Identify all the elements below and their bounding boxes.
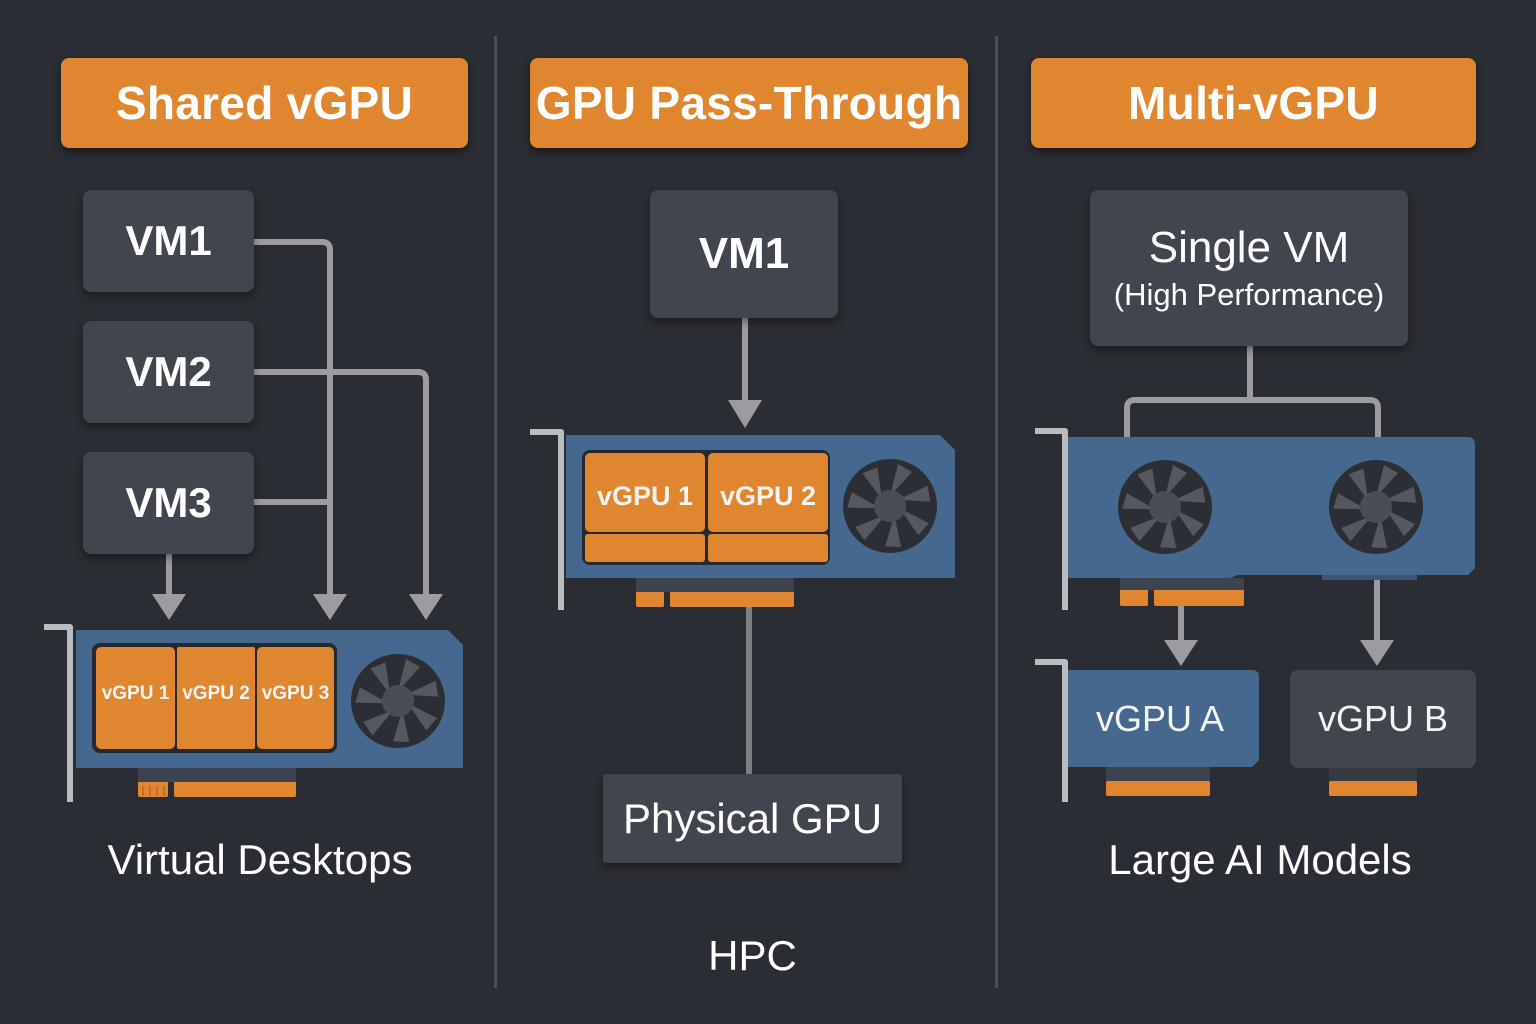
vm-label: VM3 <box>125 479 212 526</box>
multi-vgpu-connectors <box>1124 346 1381 642</box>
arrow-down-icon <box>152 594 186 620</box>
vm-box-1: VM1 <box>83 190 254 292</box>
vgpu-label: vGPU 2 <box>719 481 817 511</box>
vm-box-2: VM2 <box>83 321 254 423</box>
vgpu-slot <box>177 647 255 749</box>
shared-vgpu-arrowheads <box>152 594 443 620</box>
card-bracket <box>530 429 564 610</box>
physical-gpu-box: Physical GPU <box>603 774 902 863</box>
arrow-down-icon <box>313 594 347 620</box>
fan-icon <box>843 459 937 554</box>
shared-vgpu-connectors <box>166 239 429 600</box>
pcie-connector <box>1120 588 1148 606</box>
column-divider-1 <box>494 36 497 988</box>
vgpu-slot <box>257 647 334 749</box>
vgpu-label: vGPU 3 <box>261 683 330 704</box>
caption-large-ai-models: Large AI Models <box>1108 836 1412 883</box>
column-divider-2 <box>995 36 998 988</box>
caption-hpc: HPC <box>708 932 797 979</box>
pass-through-connectors <box>742 318 752 775</box>
single-vm-subtitle: (High Performance) <box>1113 277 1385 312</box>
fan-icon <box>1118 460 1212 555</box>
vm-label: VM2 <box>125 348 212 395</box>
vgpu-a-card <box>1035 659 1259 802</box>
vgpu-slot <box>585 453 705 532</box>
connector-vm2 <box>254 369 429 600</box>
header-gpu-pass-through: GPU Pass-Through <box>530 58 968 148</box>
arrow-down-icon <box>1164 640 1198 666</box>
vgpu-a-label: vGPU A <box>1095 698 1225 739</box>
pass-through-gpu-card <box>530 429 955 610</box>
pcie-connector <box>1329 781 1417 796</box>
pcie-connector <box>1106 781 1210 796</box>
shared-gpu-card <box>44 624 463 802</box>
single-vm-box: Single VM (High Performance) <box>1090 190 1408 346</box>
header-multi-vgpu: Multi-vGPU <box>1031 58 1476 148</box>
single-vm-title: Single VM <box>1148 223 1350 272</box>
header-shared-vgpu: Shared vGPU <box>61 58 468 148</box>
multi-vgpu-card <box>1035 428 1475 610</box>
fan-icon <box>1329 460 1423 555</box>
vgpu-label: vGPU 1 <box>101 683 170 704</box>
card-bracket <box>1035 428 1068 610</box>
vm-label: VM1 <box>698 229 790 278</box>
vm-box-3: VM3 <box>83 452 254 554</box>
vgpu-label: vGPU 2 <box>182 683 250 704</box>
caption-virtual-desktops: Virtual Desktops <box>107 836 413 883</box>
vgpu-b-card <box>1290 670 1476 796</box>
card-bracket <box>1035 659 1068 802</box>
fan-icon <box>351 654 445 749</box>
pcie-connector <box>1154 588 1244 606</box>
card-bracket <box>44 624 73 802</box>
arrow-down-icon <box>728 400 762 428</box>
vgpu-label: vGPU 1 <box>596 481 694 511</box>
vm-box-1: VM1 <box>650 190 838 318</box>
connector-vm1 <box>254 239 333 600</box>
physical-gpu-label: Physical GPU <box>622 794 883 842</box>
vgpu-slot <box>96 647 175 749</box>
arrow-down-icon <box>1360 640 1394 666</box>
arrow-down-icon <box>409 594 443 620</box>
vgpu-slot <box>708 453 828 532</box>
vgpu-b-label: vGPU B <box>1317 698 1449 739</box>
vm-label: VM1 <box>125 217 212 264</box>
